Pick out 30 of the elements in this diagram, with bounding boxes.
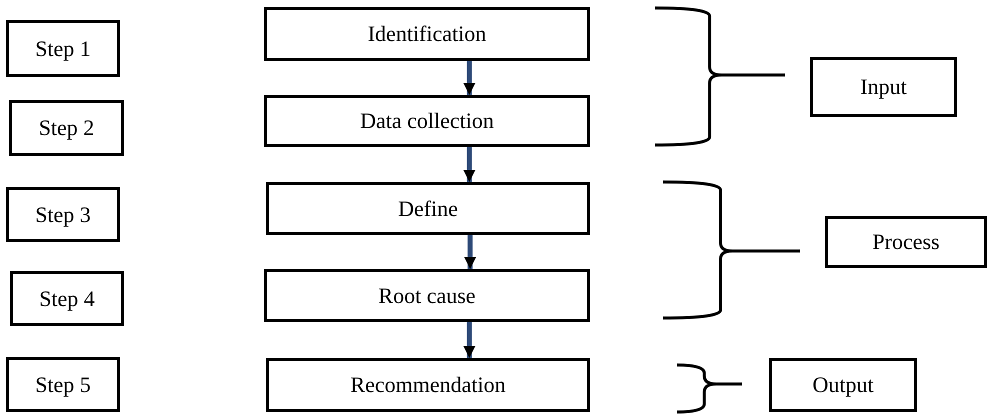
phase-box — [825, 216, 987, 268]
box-label: Data collection — [360, 108, 494, 134]
box-label: Step 4 — [39, 286, 95, 312]
box-label: Output — [812, 372, 874, 398]
box-label: Step 1 — [35, 36, 91, 62]
arrow — [463, 61, 476, 95]
step-box — [6, 187, 120, 242]
box-label: Process — [872, 229, 940, 255]
step-box — [6, 20, 120, 77]
phase-box — [769, 358, 917, 412]
arrow — [463, 322, 476, 358]
step-box — [10, 271, 124, 326]
box-label: Root cause — [378, 282, 476, 308]
process-box — [264, 269, 590, 322]
arrow — [463, 147, 476, 182]
box-label: Step 2 — [38, 115, 94, 141]
process-box — [264, 7, 590, 61]
step-box — [9, 100, 124, 156]
box-label: Step 5 — [35, 372, 91, 398]
step-box — [6, 357, 120, 412]
process-box — [266, 358, 590, 412]
process-box — [266, 182, 590, 235]
box-label: Input — [860, 74, 907, 100]
phase-box — [810, 57, 957, 117]
process-box — [264, 95, 590, 147]
box-label: Recommendation — [350, 372, 506, 398]
box-label: Identification — [368, 21, 486, 47]
box-label: Define — [398, 196, 458, 222]
arrow — [464, 235, 476, 269]
box-label: Step 3 — [35, 202, 91, 228]
